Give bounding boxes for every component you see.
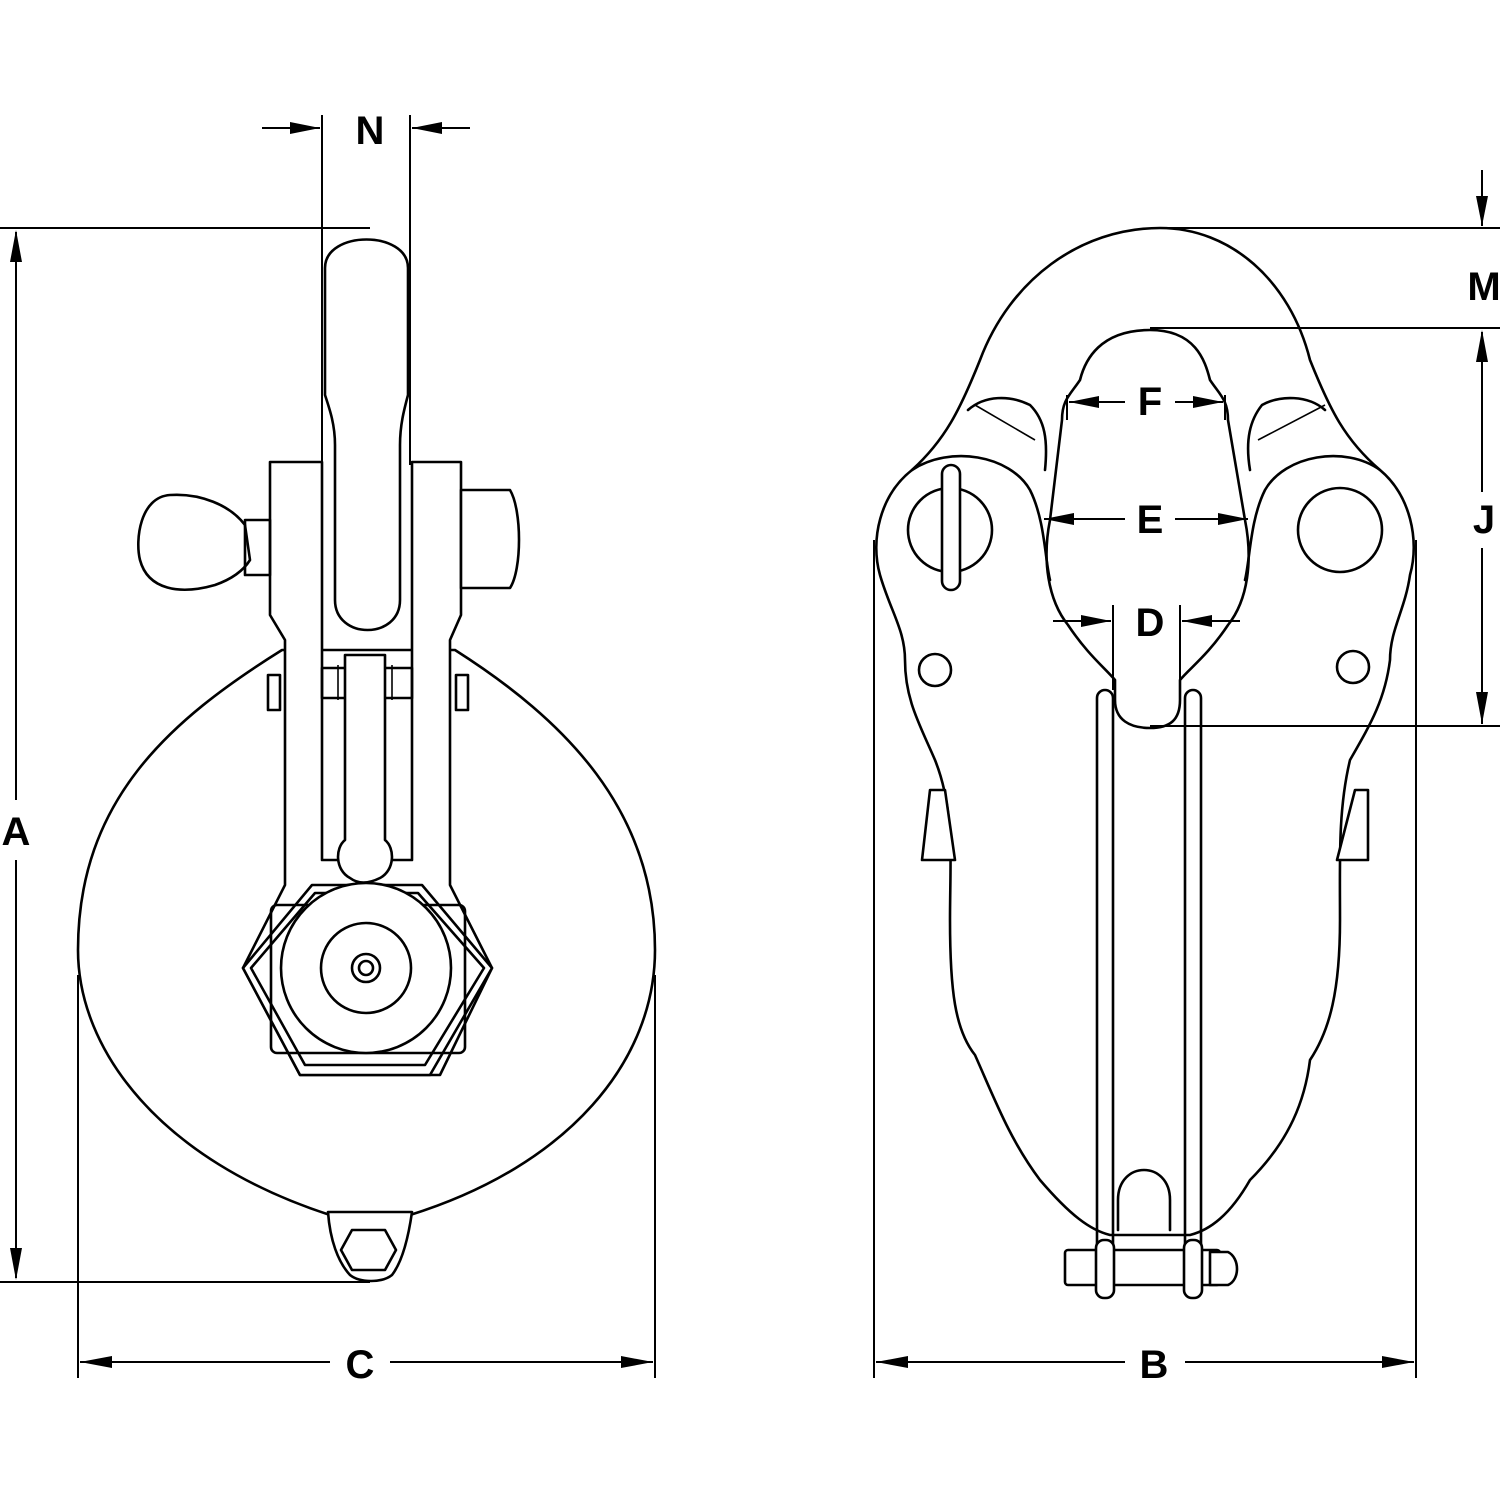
right-ear-hole <box>1296 486 1384 574</box>
right-ear <box>1243 454 1382 582</box>
left-small-hole <box>917 652 953 688</box>
right-bolt-head <box>459 488 521 590</box>
dim-label-f: F <box>1138 380 1162 424</box>
dim-label-j: J <box>1473 498 1495 542</box>
side-view <box>76 238 657 1283</box>
left-ear <box>910 454 1052 582</box>
dim-label-a: A <box>2 810 31 854</box>
front-outer-frame <box>874 226 1416 1237</box>
dim-label-m: M <box>1467 265 1500 309</box>
axle-washer <box>279 881 453 1055</box>
right-side-plate <box>1335 788 1370 862</box>
dim-label-n: N <box>356 109 385 153</box>
bottom-bolt-hex <box>339 1228 398 1272</box>
wing-nut-stem <box>243 518 272 577</box>
dimension-lines <box>0 115 1500 1378</box>
front-view <box>874 226 1416 1300</box>
left-side-plate <box>920 788 957 862</box>
dim-label-b: B <box>1140 1343 1169 1387</box>
dim-label-d: D <box>1136 601 1165 645</box>
bottom-loop <box>1116 1168 1172 1232</box>
left-pin <box>940 463 962 592</box>
throat-opening <box>1045 328 1250 730</box>
axle-center <box>350 952 382 984</box>
dim-label-c: C <box>346 1343 375 1387</box>
dim-label-e: E <box>1137 498 1164 542</box>
right-tab <box>454 673 470 712</box>
left-tab <box>266 673 282 712</box>
latch-pin <box>336 653 394 884</box>
latch-handle <box>323 238 410 632</box>
wing-nut-knob <box>137 493 252 591</box>
right-small-hole <box>1335 649 1371 685</box>
